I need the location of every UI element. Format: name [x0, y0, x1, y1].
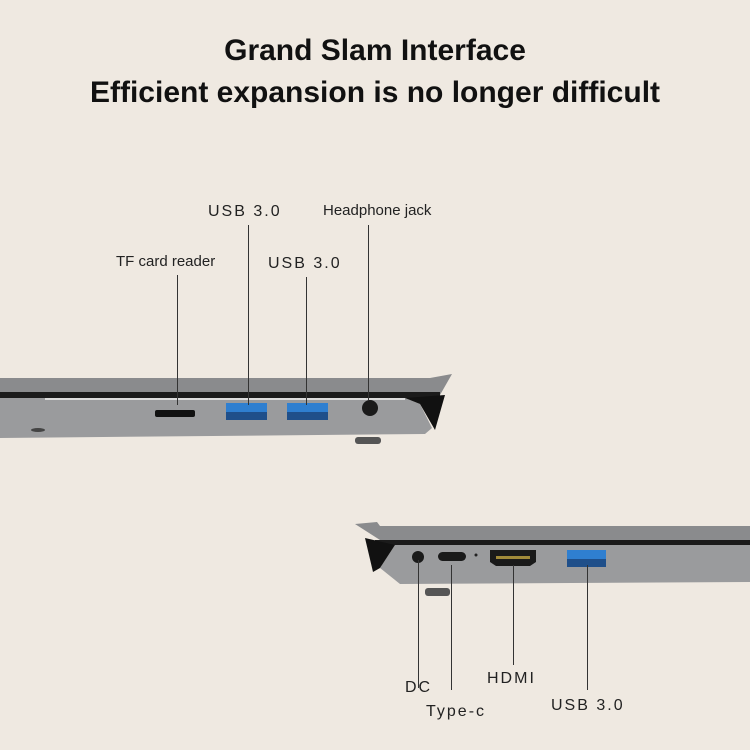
laptop-right-side	[355, 522, 750, 596]
laptop-left-side	[0, 374, 452, 444]
dc-port	[412, 551, 424, 563]
leader-hdmi	[513, 565, 514, 665]
leader-usb-1	[248, 225, 249, 405]
label-usb-right: USB 3.0	[551, 697, 625, 714]
leader-typec	[451, 565, 452, 690]
label-usb-top: USB 3.0	[208, 203, 282, 220]
label-dc: DC	[405, 679, 433, 696]
leader-usb-2	[306, 277, 307, 405]
label-headphone-jack: Headphone jack	[323, 202, 432, 219]
typec-port	[438, 552, 466, 561]
tf-card-slot	[155, 410, 195, 417]
leader-dc	[418, 560, 419, 688]
label-typec: Type-c	[426, 703, 487, 720]
leader-headphone	[368, 225, 369, 400]
label-hdmi: HDMI	[487, 670, 536, 687]
title-line-1: Grand Slam Interface	[224, 34, 526, 67]
title-line-2: Efficient expansion is no longer difficu…	[89, 76, 661, 109]
leader-tf	[177, 275, 178, 405]
label-tf-card-reader: TF card reader	[116, 253, 216, 270]
leader-usb-right	[587, 565, 588, 690]
label-usb-second: USB 3.0	[268, 255, 342, 272]
headphone-jack-port	[362, 400, 378, 416]
